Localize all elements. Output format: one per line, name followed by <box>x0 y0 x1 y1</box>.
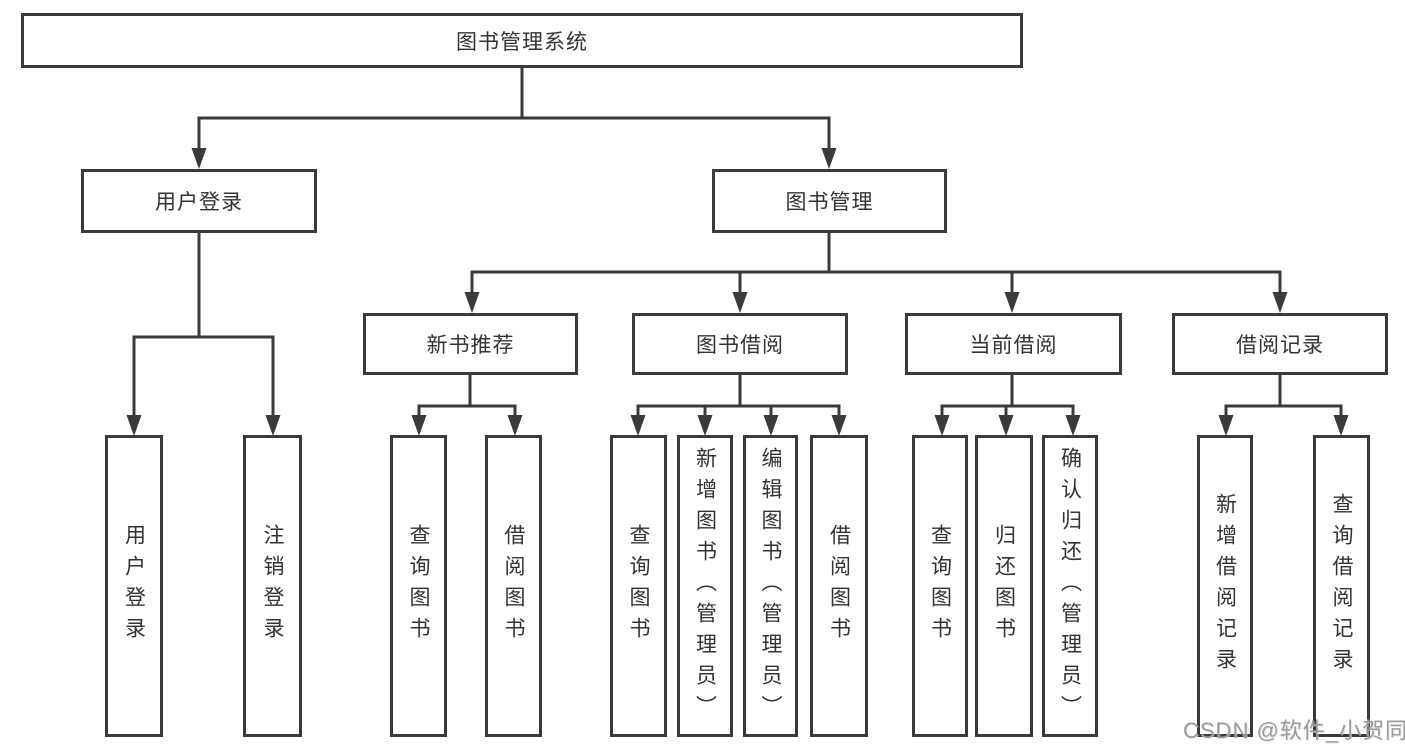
node-label: 新增借阅记录 <box>1213 493 1237 679</box>
leaf-query-books-recommend: 查询图书 <box>390 435 447 737</box>
node-label: 新增图书（管理员） <box>693 446 717 726</box>
leaf-user-login: 用户登录 <box>105 435 163 737</box>
node-label: 查询借阅记录 <box>1330 493 1353 679</box>
node-label: 注销登录 <box>261 524 284 648</box>
leaf-logout: 注销登录 <box>243 435 302 737</box>
node-new-book-recommend: 新书推荐 <box>363 313 578 375</box>
node-book-borrow: 图书借阅 <box>632 313 848 375</box>
leaf-borrow-books-recommend: 借阅图书 <box>485 435 542 737</box>
node-current-borrow: 当前借阅 <box>905 313 1122 375</box>
node-user-login-branch: 用户登录 <box>81 169 317 233</box>
node-label: 查询图书 <box>627 524 650 648</box>
node-label: 用户登录 <box>155 191 243 214</box>
leaf-borrow-books: 借阅图书 <box>810 435 868 737</box>
node-label: 借阅图书 <box>827 524 851 648</box>
node-label: 用户登录 <box>122 524 146 648</box>
node-label: 借阅图书 <box>502 524 525 648</box>
node-label: 编辑图书（管理员） <box>759 446 782 726</box>
node-label: 当前借阅 <box>969 334 1058 357</box>
node-label: 图书管理系统 <box>456 30 588 54</box>
node-label: 归还图书 <box>992 524 1016 648</box>
leaf-edit-books-admin: 编辑图书（管理员） <box>743 435 798 737</box>
leaf-return-books: 归还图书 <box>975 435 1033 737</box>
node-label: 确认归还（管理员） <box>1058 446 1082 726</box>
node-root-library-system: 图书管理系统 <box>21 13 1023 68</box>
leaf-add-borrow-record: 新增借阅记录 <box>1197 435 1253 737</box>
node-label: 图书借阅 <box>696 334 784 357</box>
leaf-query-books-current: 查询图书 <box>912 435 968 737</box>
arrowhead-icons <box>126 148 1349 436</box>
node-label: 查询图书 <box>407 524 430 648</box>
node-label: 查询图书 <box>928 524 952 648</box>
node-book-management-branch: 图书管理 <box>712 169 947 233</box>
watermark: CSDN @软件_小贺同学 <box>1183 718 1405 743</box>
node-borrow-records: 借阅记录 <box>1172 313 1388 375</box>
node-label: 新书推荐 <box>426 334 515 357</box>
node-label: 借阅记录 <box>1236 334 1324 357</box>
node-label: 图书管理 <box>785 191 874 214</box>
leaf-confirm-return-admin: 确认归还（管理员） <box>1042 435 1098 737</box>
leaf-query-books-borrow: 查询图书 <box>610 435 667 737</box>
leaf-query-borrow-record: 查询借阅记录 <box>1313 435 1370 737</box>
leaf-add-books-admin: 新增图书（管理员） <box>677 435 733 737</box>
